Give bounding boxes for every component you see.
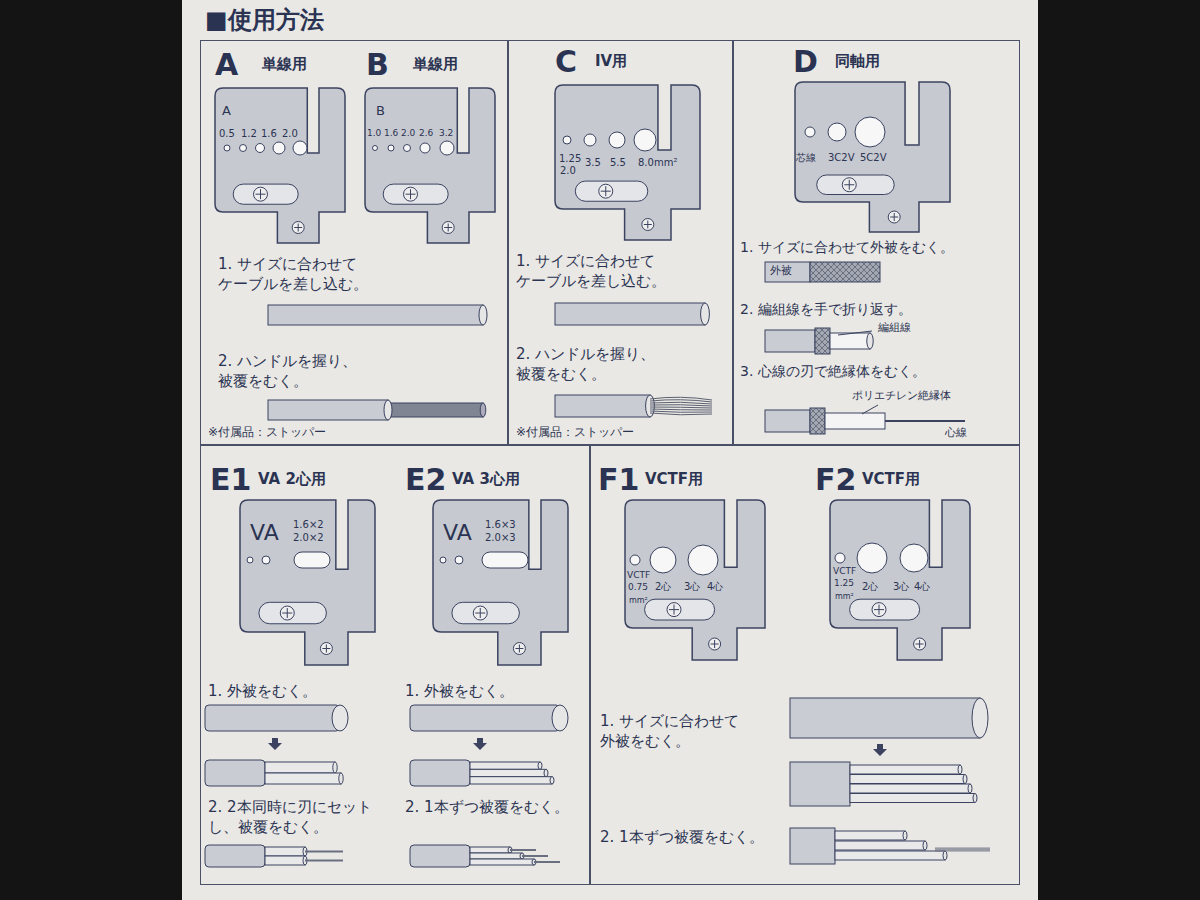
instruction-panel: F1 VCTF用 F2 VCTF用 1. サイズに合わせて 外被をむく。 2. 1本ずつ被…: [590, 445, 1020, 885]
step-text: 1. 外被をむく。: [208, 682, 317, 702]
drawing-label: 3心: [893, 581, 909, 593]
panel-heading: B: [366, 45, 389, 84]
panel-heading: IV用: [595, 52, 627, 72]
panel-heading: E1: [210, 460, 251, 499]
stripper-head: [215, 88, 345, 243]
step-text: ※付属品：ストッパー: [208, 425, 326, 441]
panel-heading: E2: [405, 460, 446, 499]
step-text: 2. ハンドルを握り、 被覆をむく。: [218, 352, 398, 391]
cable-drawings: [205, 262, 990, 867]
drawing-label: 1.2: [241, 128, 257, 140]
drawing-label: ポリエチレン絶縁体: [852, 390, 951, 403]
drawing-label: 3.5: [585, 157, 601, 169]
panel-heading: VCTF用: [645, 470, 703, 490]
step-text: 1. 外被をむく。: [405, 682, 514, 702]
panel-heading: A: [215, 45, 238, 84]
step-text: 2. 編組線を手で折り返す。: [740, 300, 912, 318]
stripper-head: [830, 500, 970, 660]
drawing-label: 3.2: [439, 128, 453, 138]
step-text: 2. 2本同時に刃にセット し、被覆をむく。: [208, 798, 388, 837]
drawing-label: VCTF: [833, 566, 856, 576]
drawing-label: mm²: [835, 592, 854, 601]
drawing-label: 2.6: [419, 128, 433, 138]
drawing-label: 1.6×2: [293, 519, 324, 531]
instruction-panel: E1 VA 2心用 E2 VA 3心用 1. 外被をむく。 2. 2本同時に刃にセット し…: [200, 445, 590, 885]
drawing-label: B: [376, 104, 385, 119]
stripper-head: [365, 88, 495, 243]
panel-heading: VA 2心用: [258, 470, 326, 490]
panel-heading: VCTF用: [862, 470, 920, 490]
drawing-label: 2.0×2: [293, 532, 324, 544]
drawing-label: 1.6: [384, 128, 398, 138]
drawing-label: 2心: [655, 581, 671, 593]
step-text: 3. 心線の刃で絶縁体をむく。: [740, 362, 926, 380]
drawing-label: VCTF: [627, 570, 650, 580]
drawing-label: A: [222, 104, 231, 119]
panel-heading: C: [555, 42, 577, 81]
drawing-label: 2心: [862, 581, 878, 593]
drawing-label: 芯線: [796, 152, 816, 164]
drawing-label: 2.0: [560, 165, 576, 177]
drawing-label: 5.5: [610, 157, 626, 169]
drawing-label: 1.0: [367, 128, 381, 138]
stripper-head: [795, 82, 950, 232]
drawing-label: 4心: [707, 581, 723, 593]
drawing-label: VA: [443, 520, 472, 545]
step-text: ※付属品：ストッパー: [516, 425, 634, 441]
page-title: ■使用方法: [205, 5, 324, 36]
panel-heading: VA 3心用: [452, 470, 520, 490]
panel-heading: F2: [815, 460, 856, 499]
drawing-label: 編組線: [878, 322, 911, 335]
instruction-panel: D 同軸用 1. サイズに合わせて外被をむく。 2. 編組線を手で折り返す。 3. 心線…: [733, 40, 1020, 445]
stripper-head: [625, 500, 765, 660]
drawing-label: 1.25: [559, 153, 581, 165]
instruction-panel: C IV用 1. サイズに合わせて ケーブルを差し込む。 2. ハンドルを握り、 被覆…: [508, 40, 733, 445]
stripper-head: [433, 500, 568, 665]
panel-heading: D: [793, 42, 818, 81]
instruction-panel: A 単線用 B 単線用 1. サイズに合わせて ケーブルを差し込む。 2. ハンドルを握り…: [200, 40, 508, 445]
step-text: 1. サイズに合わせて ケーブルを差し込む。: [516, 252, 696, 291]
drawing-label: 外被: [770, 265, 792, 278]
step-text: 1. サイズに合わせて外被をむく。: [740, 238, 954, 256]
tool-drawings: [205, 82, 990, 867]
drawing-label: 1.6×3: [485, 519, 516, 531]
drawing-label: 心線: [945, 427, 967, 440]
drawing-label: 4心: [914, 581, 930, 593]
step-text: 2. 1本ずつ被覆をむく。: [600, 828, 764, 848]
stripper-head: [240, 500, 375, 665]
panel-heading: 同軸用: [835, 52, 880, 72]
drawing-label: 2.0: [401, 128, 415, 138]
step-text: 2. ハンドルを握り、 被覆をむく。: [516, 345, 696, 384]
drawing-label: 8.0mm²: [638, 157, 677, 169]
panel-heading: 単線用: [413, 55, 458, 75]
drawing-label: 5C2V: [860, 152, 887, 164]
step-text: 2. 1本ずつ被覆をむく。: [405, 798, 569, 818]
drawing-label: 2.0×3: [485, 532, 516, 544]
drawing-label: 1.6: [261, 128, 277, 140]
drawing-label: 0.75: [628, 582, 648, 592]
step-text: 1. サイズに合わせて ケーブルを差し込む。: [218, 255, 398, 294]
drawing-label: 3心: [684, 581, 700, 593]
drawing-label: 3C2V: [828, 152, 855, 164]
drawing-label: VA: [250, 520, 279, 545]
stripper-head: [555, 85, 700, 240]
step-text: 1. サイズに合わせて 外被をむく。: [600, 712, 775, 751]
drawing-label: mm²: [629, 596, 648, 605]
panel-heading: 単線用: [262, 55, 307, 75]
panel-heading: F1: [598, 460, 639, 499]
drawing-label: 1.25: [834, 578, 854, 588]
drawing-label: 2.0: [282, 128, 298, 140]
drawing-label: 0.5: [219, 128, 235, 140]
